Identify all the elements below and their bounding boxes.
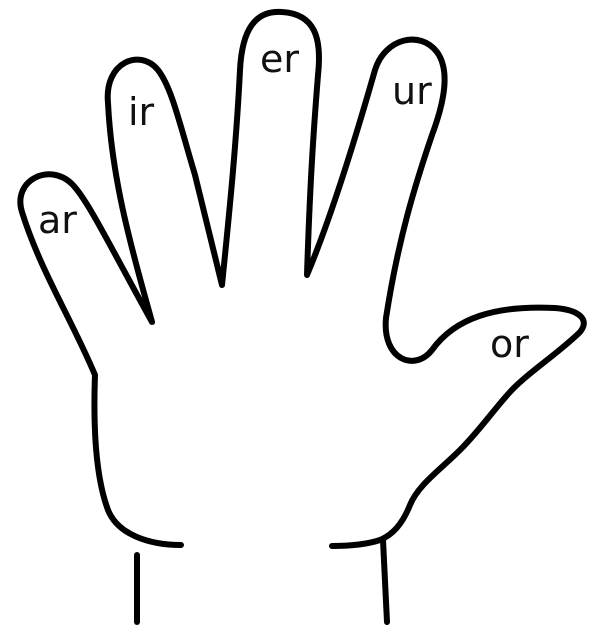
ring-finger-label: ir (128, 90, 155, 134)
index-finger-label: ur (392, 69, 432, 113)
thumb-label: or (490, 322, 529, 366)
middle-finger-label: er (260, 37, 299, 81)
wrist-right-line (383, 540, 387, 622)
pinky-label: ar (38, 198, 77, 242)
hand-outline (20, 12, 583, 546)
